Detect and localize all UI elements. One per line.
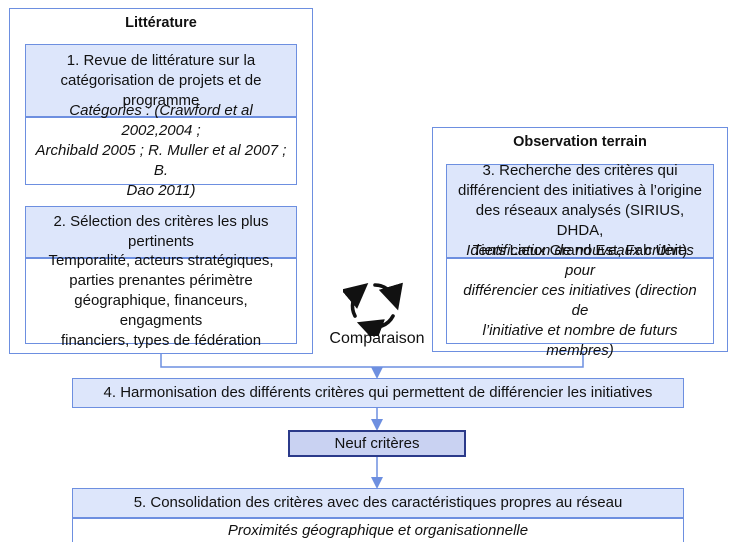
step3-detail-line: Identification de nouveaux critères pour bbox=[466, 242, 694, 279]
step1-detail-line: Archibald 2005 ; R. Muller et al 2007 ; … bbox=[35, 142, 287, 179]
step2-line: pertinents bbox=[128, 233, 194, 250]
step2-detail-line: géographique, financeurs, engagments bbox=[74, 292, 248, 329]
observation-title: Observation terrain bbox=[513, 134, 647, 150]
step2-detail-text: Temporalité, acteurs stratégiques, parti… bbox=[32, 251, 290, 351]
step1-line: programme bbox=[122, 91, 200, 109]
comparison-label: Comparaison bbox=[329, 330, 425, 347]
step2-detail-line: Temporalité, acteurs stratégiques, bbox=[48, 252, 274, 269]
literature-title: Littérature bbox=[125, 15, 197, 31]
step3-detail-text: Identification de nouveaux critères pour… bbox=[453, 241, 707, 361]
step2-text: 2. Sélection des critères les plus perti… bbox=[53, 212, 268, 252]
result-text: Neuf critères bbox=[334, 434, 420, 452]
step3-line: différencient des initiatives à l’origin… bbox=[457, 182, 703, 199]
step1-detail-box: Catégories : (Crawford et al 2002,2004 ;… bbox=[25, 102, 297, 199]
refresh-cycle-icon bbox=[343, 282, 403, 336]
step5-detail-box: Proximités géographique et organisationn… bbox=[72, 518, 684, 542]
step2-detail-line: parties prenantes périmètre bbox=[69, 272, 253, 289]
step4-box: 4. Harmonisation des différents critères… bbox=[72, 378, 684, 408]
step5-box: 5. Consolidation des critères avec des c… bbox=[72, 488, 684, 518]
step3-detail-line: différencier ces initiatives (direction … bbox=[463, 282, 697, 319]
step3-line: 3. Recherche des critères qui bbox=[482, 162, 678, 179]
step1-detail-line: Dao 2011) bbox=[126, 182, 196, 199]
step3-detail-box: Identification de nouveaux critères pour… bbox=[446, 242, 714, 359]
result-box: Neuf critères bbox=[288, 430, 466, 457]
step1-box: 1. Revue de littérature sur la catégoris… bbox=[25, 44, 297, 117]
step3-box: 3. Recherche des critères qui différenci… bbox=[446, 161, 714, 261]
step3-line: Tiers Lieux Grand Est, Fab Unit) bbox=[472, 242, 688, 259]
step1-detail-line: Catégories : (Crawford et al 2002,2004 ; bbox=[69, 102, 253, 139]
step1-detail-text: Catégories : (Crawford et al 2002,2004 ;… bbox=[32, 101, 290, 201]
step3-detail-line: l’initiative et nombre de futurs bbox=[482, 322, 678, 339]
step2-box: 2. Sélection des critères les plus perti… bbox=[25, 206, 297, 258]
step2-line: 2. Sélection des critères les plus bbox=[53, 213, 269, 230]
step4-text: 4. Harmonisation des différents critères… bbox=[103, 384, 653, 401]
line-observation-down bbox=[377, 350, 584, 368]
step2-detail-line: financiers, types de fédération bbox=[60, 332, 262, 349]
step3-line: des réseaux analysés (SIRIUS, DHDA, bbox=[475, 202, 685, 239]
step1-line: 1. Revue de littérature sur la bbox=[66, 51, 256, 69]
step1-line: catégorisation de projets et de bbox=[60, 71, 262, 89]
step2-detail-box: Temporalité, acteurs stratégiques, parti… bbox=[25, 252, 297, 349]
step5-detail-text: Proximités géographique et organisationn… bbox=[227, 521, 529, 539]
step1-text: 1. Revue de littérature sur la catégoris… bbox=[61, 51, 262, 111]
step5-text: 5. Consolidation des critères avec des c… bbox=[133, 494, 623, 511]
line-literature-down bbox=[160, 352, 377, 368]
step3-text: 3. Recherche des critères qui différenci… bbox=[453, 161, 707, 261]
step3-detail-line: membres) bbox=[546, 342, 614, 359]
